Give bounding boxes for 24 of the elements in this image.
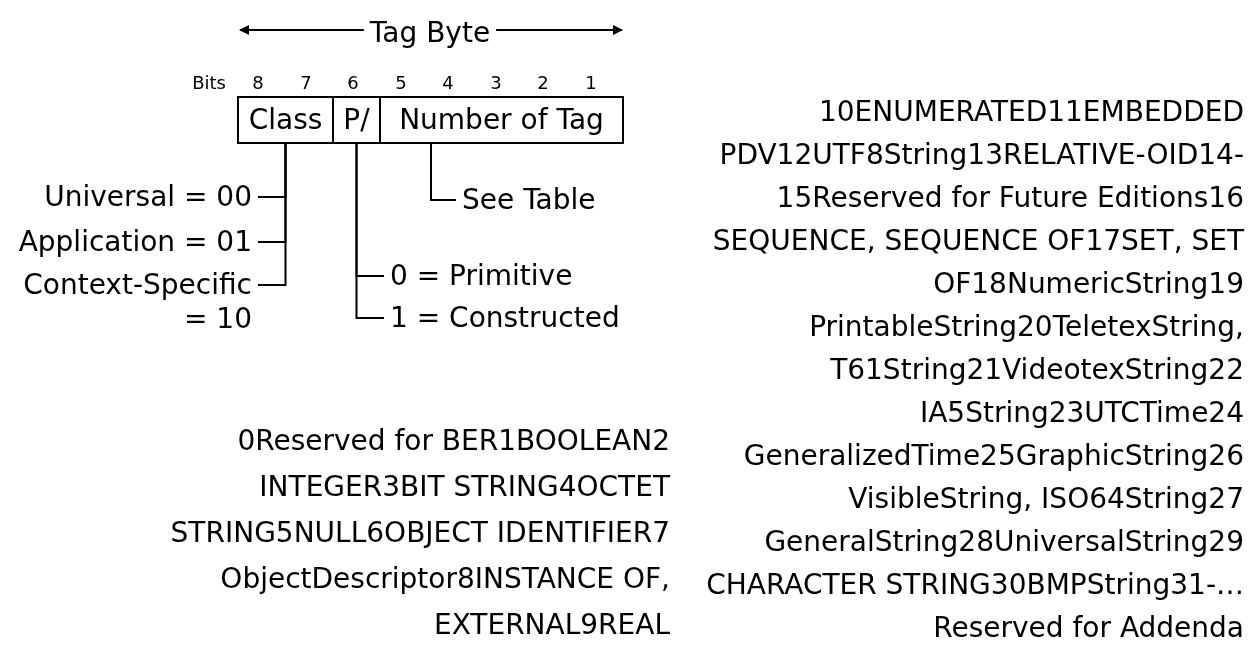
class-value-label: Application = 01 <box>18 225 252 259</box>
bit-number: 1 <box>585 72 597 94</box>
bit-number: 3 <box>490 72 502 94</box>
leader-line <box>355 143 385 319</box>
bit-number: 8 <box>252 72 264 94</box>
class-value-label: Context-Specific = 10 <box>2 268 252 336</box>
leader-line <box>430 143 457 201</box>
bit-number: 2 <box>537 72 549 94</box>
tag-table-text: 0Reserved for BER1BOOLEAN2 INTEGER3BIT STRING4OCTET STRING5NULL6OBJECT IDENTIFIER7 ObjectDescriptor8INSTANCE OF, EXTERNAL9REAL <box>169 423 670 643</box>
note-label: See Table <box>462 183 596 217</box>
pc-value-label: 0 = Primitive <box>390 259 573 293</box>
class-field: Class <box>237 96 334 144</box>
dimension-label: Tag Byte <box>369 16 491 50</box>
class-value-label: Universal = 00 <box>44 180 252 214</box>
tag-number-field: Number of Tag <box>379 96 624 144</box>
bit-number: 7 <box>300 72 312 94</box>
pc-field: P/ <box>332 96 381 144</box>
tag-table-text: 10ENUMERATED11EMBEDDED PDV12UTF8String13RELATIVE-OID14-15Reserved for Future Editions16 SEQUENCE, SEQUENCE OF17SET, SET OF18NumericString19 PrintableString20TeletexString, T61String21VideotexString22 IA5String23UTCTime24 GeneralizedTime25GraphicString26 VisibleString, ISO64String27 GeneralString28UniversalString29 CHARACTER STRING30BMPString31-… Reserved for Addenda <box>705 94 1244 646</box>
leader-line <box>257 143 287 286</box>
bit-number: 5 <box>395 72 407 94</box>
axis-label: Bits <box>192 72 226 94</box>
bit-number: 4 <box>442 72 454 94</box>
bit-number: 6 <box>347 72 359 94</box>
pc-value-label: 1 = Constructed <box>390 301 620 335</box>
